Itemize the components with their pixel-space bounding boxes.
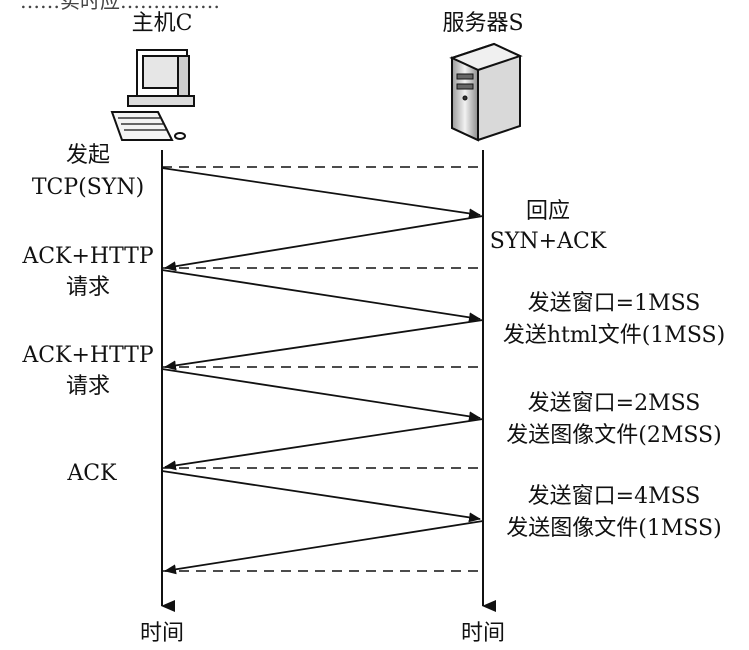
image-1mss-arrow bbox=[164, 520, 484, 575]
client-note-syn-line2: TCP(SYN) bbox=[32, 175, 144, 200]
server-note-synack-line1: 回应 bbox=[526, 199, 570, 224]
top-cropped-text: ……实时应…………… bbox=[20, 0, 220, 13]
html-file-arrow bbox=[164, 319, 484, 371]
client-note-ack: ACK bbox=[66, 461, 117, 486]
server-label: 服务器S bbox=[442, 11, 523, 36]
server-note-window2-line1: 发送窗口=2MSS bbox=[528, 391, 701, 416]
image-2mss-arrow bbox=[164, 418, 484, 471]
client-note-http1-line2: 请求 bbox=[66, 275, 110, 300]
server-note-synack-line2: SYN+ACK bbox=[490, 229, 607, 254]
server-note-window2-line2: 发送图像文件(2MSS) bbox=[506, 423, 721, 448]
client-time-label: 时间 bbox=[140, 621, 184, 646]
server-note-window1-line2: 发送html文件(1MSS) bbox=[503, 323, 725, 348]
client-label: 主机C bbox=[132, 11, 193, 36]
client-note-http2-line1: ACK+HTTP bbox=[21, 343, 154, 368]
ack-arrow bbox=[161, 470, 481, 523]
server-tower-icon bbox=[449, 42, 523, 142]
syn-arrow bbox=[161, 167, 481, 219]
server-time-label: 时间 bbox=[461, 621, 505, 646]
client-note-http2-line2: 请求 bbox=[66, 374, 110, 399]
server-note-window1-line1: 发送窗口=1MSS bbox=[528, 291, 701, 316]
server-note-window4-line1: 发送窗口=4MSS bbox=[528, 484, 701, 509]
dashed-guides bbox=[162, 166, 483, 572]
client-note-syn-line1: 发起 bbox=[66, 143, 110, 168]
http-request-arrow-1 bbox=[161, 269, 481, 323]
desktop-computer-icon bbox=[110, 49, 195, 141]
server-note-window4-line2: 发送图像文件(1MSS) bbox=[506, 516, 721, 541]
http-request-arrow-2 bbox=[161, 368, 481, 422]
message-arrows bbox=[161, 167, 484, 575]
syn-ack-arrow bbox=[164, 215, 484, 272]
client-note-http1-line1: ACK+HTTP bbox=[21, 244, 154, 269]
